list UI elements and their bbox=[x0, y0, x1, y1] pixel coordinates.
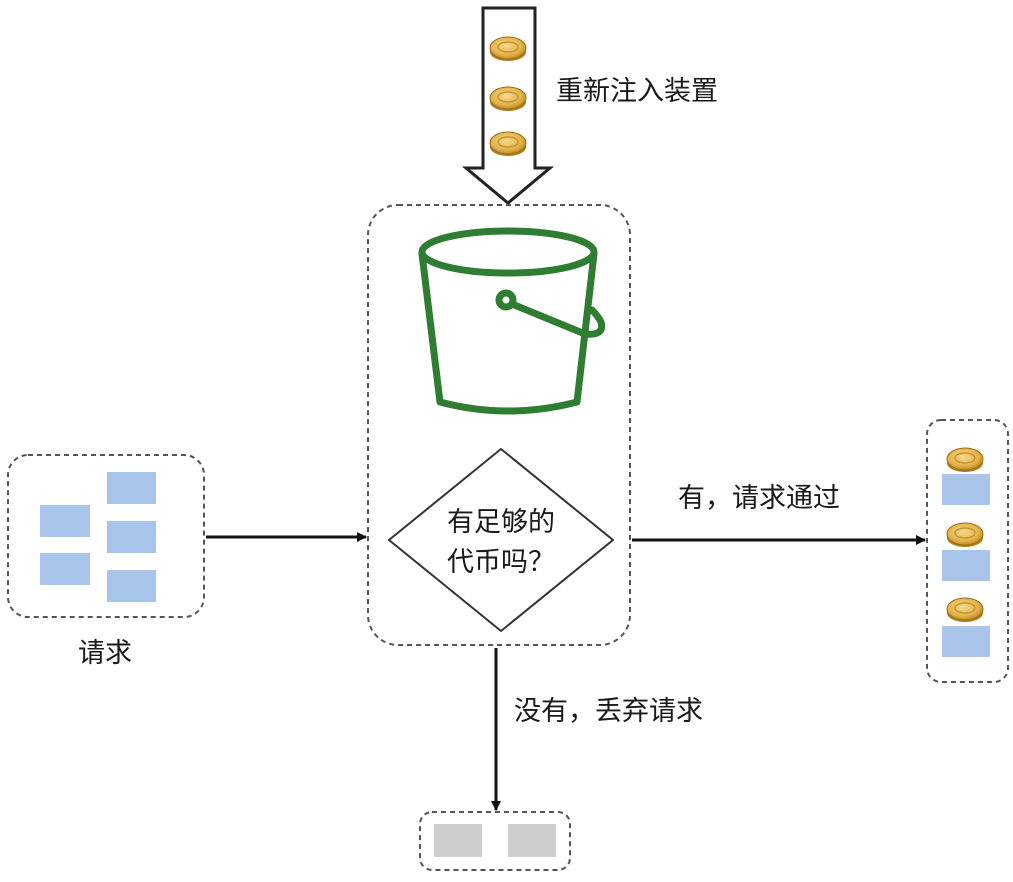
pass-label: 有，请求通过 bbox=[678, 483, 840, 514]
incoming-requests-box bbox=[7, 454, 205, 618]
coin-icon bbox=[489, 36, 527, 62]
dropped-requests-box bbox=[419, 811, 571, 871]
passed-requests-box bbox=[926, 419, 1009, 683]
dropped-request-block bbox=[508, 824, 556, 857]
request-block bbox=[40, 505, 90, 537]
request-block bbox=[942, 474, 990, 505]
coin-icon bbox=[946, 522, 984, 548]
request-block bbox=[107, 472, 156, 504]
decision-diamond bbox=[387, 447, 615, 633]
decision-label: 有足够的 代币吗？ bbox=[447, 507, 555, 578]
request-block bbox=[40, 553, 90, 585]
request-block bbox=[942, 626, 990, 657]
coin-icon bbox=[489, 131, 527, 157]
dropped-request-block bbox=[434, 824, 482, 857]
refill-device-label: 重新注入装置 bbox=[556, 76, 718, 107]
bucket-container bbox=[367, 204, 631, 646]
drop-label: 没有，丢弃请求 bbox=[514, 696, 703, 727]
bucket-icon bbox=[418, 227, 606, 415]
request-block bbox=[107, 521, 156, 553]
coin-icon bbox=[946, 447, 984, 473]
request-block bbox=[942, 550, 990, 581]
requests-label: 请求 bbox=[78, 638, 132, 669]
coin-icon bbox=[489, 86, 527, 112]
coin-icon bbox=[946, 597, 984, 623]
request-block bbox=[107, 570, 156, 602]
